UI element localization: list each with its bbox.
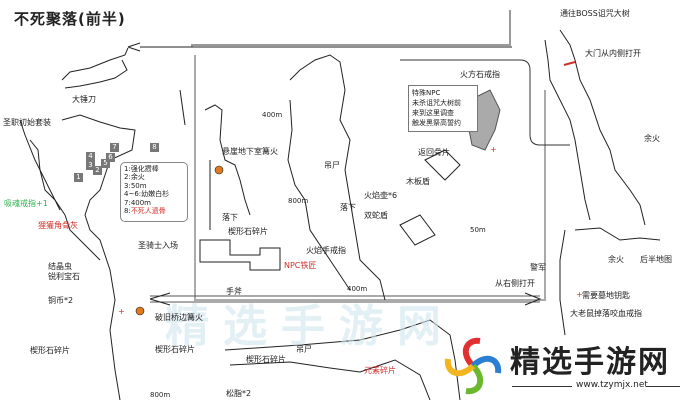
label-ember-1: 余火 xyxy=(644,134,660,143)
bottom-region xyxy=(224,319,461,400)
label-bottom-hanging: 吊尸 xyxy=(296,345,312,354)
label-great-axe: 大锤刀 xyxy=(72,95,96,104)
label-element-frag: 元素碎片 xyxy=(364,366,396,375)
arrow-bridge-left xyxy=(149,292,171,306)
area-left-inner xyxy=(29,139,101,261)
label-rat-ring: 大老鼠掉落咬血戒指 xyxy=(570,309,642,318)
pinwheel-icon xyxy=(444,337,502,395)
label-dist-50: 50m xyxy=(470,226,486,234)
label-frag-mid: 楔形石碎片 xyxy=(228,227,268,236)
label-hand-axe: 手斧 xyxy=(226,287,242,296)
right-lower xyxy=(559,227,661,336)
brand-logo: 精选手游网 www.tzymjx.net xyxy=(440,333,680,400)
label-frag-center: 楔形石碎片 xyxy=(155,345,195,354)
label-bonfire-bridge: 破旧桥边篝火 xyxy=(155,313,203,322)
right-coast-inner xyxy=(544,39,591,221)
corridor-bridge xyxy=(150,295,540,303)
label-right-open: 从右侧打开 xyxy=(495,279,535,288)
label-return-bone: 返回骨片 xyxy=(418,148,450,157)
brand-divider-left xyxy=(512,386,572,387)
label-pine-resin: 松脂*2 xyxy=(226,389,252,398)
label-key: 需要墓地钥匙 xyxy=(582,291,630,300)
frame-line-top xyxy=(191,10,511,47)
building-1 xyxy=(424,149,461,181)
legend-item-1: 1:强化攒棒 xyxy=(124,165,159,173)
arrow-bridge-right xyxy=(524,292,542,306)
badge-6: 6 xyxy=(106,153,115,162)
center-column xyxy=(289,54,386,301)
legend-box: 1:强化攒棒 2:余火 3:50m 4~6:幼嫩白杉 7:400m 8:不死人遗… xyxy=(120,162,188,222)
badge-1: 1 xyxy=(74,173,83,182)
item-marker-3: + xyxy=(118,307,125,316)
label-twin-shield: 双蛇盾 xyxy=(364,211,388,220)
label-ember-2: 余火 xyxy=(608,255,624,264)
label-knight-entry: 圣骑士入场 xyxy=(138,241,178,250)
label-wood-shield: 木板盾 xyxy=(406,177,430,186)
label-boss-tree: 通往BOSS诅咒大树 xyxy=(560,9,630,18)
item-marker-2: + xyxy=(490,145,497,154)
label-initial-set: 圣职初始套装 xyxy=(3,118,51,127)
gate-marker xyxy=(563,61,576,66)
label-npc-smith: NPC铁匠 xyxy=(284,261,317,270)
bottom-region-2 xyxy=(229,359,431,400)
underground-shaft xyxy=(204,104,251,216)
badge-2: 2 xyxy=(93,166,102,175)
arrow-top xyxy=(127,42,141,52)
legend-item-6: 8:不死人遗骨 xyxy=(124,207,166,216)
legend-item-5: 7:400m xyxy=(124,198,151,207)
label-fire-ring: 火焰手戒指 xyxy=(306,246,346,255)
npc-line-1: 未杀诅咒大树前 xyxy=(412,99,461,107)
badge-7: 7 xyxy=(110,143,119,152)
underground-room xyxy=(199,239,281,271)
item-marker: + xyxy=(576,290,583,299)
label-drop-2: 落下 xyxy=(340,203,356,212)
badge-3: 3 xyxy=(86,161,95,170)
inner-frame xyxy=(194,55,546,301)
npc-line-3: 触发黑祭高誓约 xyxy=(412,119,461,127)
label-dist-800-bottom: 800m xyxy=(150,391,171,399)
label-firebomb: 火焰壶*6 xyxy=(364,191,398,200)
brand-url: www.tzymjx.net xyxy=(576,380,648,390)
legend-item-3: 3:50m xyxy=(124,181,147,190)
label-second-half: 后半地图 xyxy=(640,255,672,264)
label-pendant: 吸魂戒指+1 xyxy=(4,199,48,208)
label-frag-left: 楔形石碎片 xyxy=(30,346,70,355)
page-title: 不死聚落(前半) xyxy=(14,10,126,28)
label-dist-400-b: 400m xyxy=(347,285,368,293)
label-hanging: 吊尸 xyxy=(324,161,340,170)
label-dist-800: 800m xyxy=(288,197,309,205)
npc-info-box: 特殊NPC 未杀诅咒大树前 来到这里调查 触发黑祭高誓约 xyxy=(408,85,478,132)
brand-divider-right xyxy=(646,386,680,387)
label-wolf-armor: 狸獾角骨灰 xyxy=(38,221,78,230)
label-crystal-lizard: 结晶虫锐利宝石 xyxy=(48,262,80,281)
center-column-2 xyxy=(287,99,351,291)
right-frame xyxy=(400,59,570,146)
arrow-up xyxy=(179,89,186,126)
area-top-left xyxy=(61,47,129,89)
npc-heading: 特殊NPC xyxy=(412,89,441,97)
label-drop-1: 落下 xyxy=(222,213,238,222)
legend-item-4: 4~6:幼嫩白杉 xyxy=(124,190,170,199)
watermark-text: 精选手游网 xyxy=(165,301,455,352)
right-coast xyxy=(559,29,646,226)
label-gate-open: 大门从内侧打开 xyxy=(585,49,641,58)
area-left-outer xyxy=(19,119,61,211)
brand-name: 精选手游网 xyxy=(510,345,670,380)
building-2 xyxy=(399,214,436,246)
npc-line-2: 来到这里调查 xyxy=(412,109,454,117)
label-dist-400-a: 400m xyxy=(262,111,283,119)
legend-item-2: 2:余火 xyxy=(124,173,145,182)
bonfire-bridge xyxy=(135,306,145,316)
badge-8: 8 xyxy=(150,143,159,152)
area-left xyxy=(61,114,136,400)
label-fire-ring-top: 火方石戒指 xyxy=(460,70,500,79)
badge-4: 4 xyxy=(86,152,95,161)
label-bottom-frag: 楔形石碎片 xyxy=(246,355,286,364)
label-guard: 警军 xyxy=(530,263,546,272)
label-copper-coin: 铜币*2 xyxy=(48,296,74,305)
badge-5: 5 xyxy=(101,159,110,168)
label-bonfire-underground: 悬崖地下室篝火 xyxy=(222,147,278,156)
bonfire-underground xyxy=(214,165,224,175)
